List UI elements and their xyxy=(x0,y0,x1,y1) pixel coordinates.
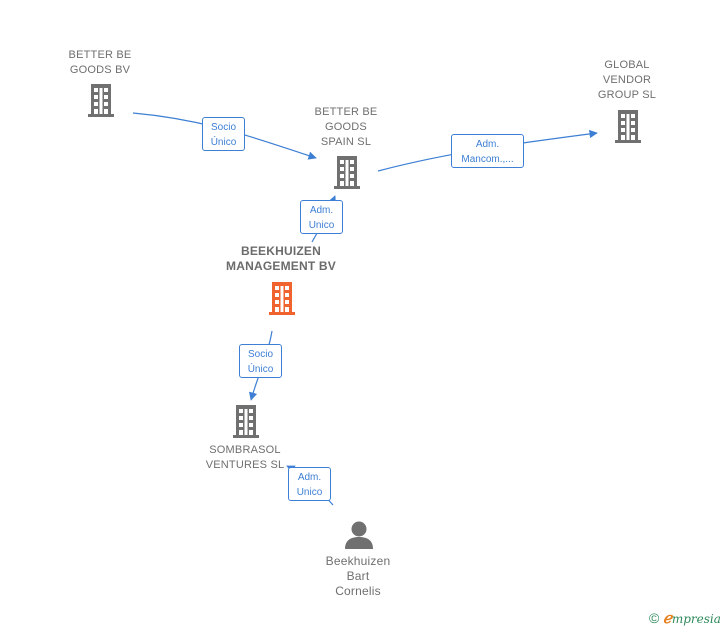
edge-label-management-to-spain[interactable]: Adm. Unico xyxy=(300,200,343,234)
person-icon[interactable] xyxy=(345,521,373,550)
brand-logo-letter: ℯ xyxy=(662,609,672,627)
node-label-beekhuizen-bart[interactable]: Beekhuizen Bart Cornelis xyxy=(325,554,391,598)
building-icon[interactable] xyxy=(269,282,295,315)
node-label-sombrasol-ventures[interactable]: SOMBRASOL VENTURES SL xyxy=(205,444,285,471)
copyright-symbol: © xyxy=(649,610,660,626)
node-label-beekhuizen-management[interactable]: BEEKHUIZEN MANAGEMENT BV xyxy=(226,244,336,273)
edge-label-bart-to-sombrasol[interactable]: Adm. Unico xyxy=(288,467,331,501)
node-label-global-vendor-group[interactable]: GLOBAL VENDOR GROUP SL xyxy=(597,59,657,101)
building-icon[interactable] xyxy=(233,405,259,438)
empresia-watermark[interactable]: © ℯmpresia xyxy=(649,609,721,627)
node-label-better-be-goods-spain[interactable]: BETTER BE GOODS SPAIN SL xyxy=(314,106,378,148)
node-label-better-be-goods-bv[interactable]: BETTER BE GOODS BV xyxy=(68,49,132,76)
edge-label-management-to-sombrasol[interactable]: Socio Único xyxy=(239,344,282,378)
edge-label-bv-to-spain[interactable]: Socio Único xyxy=(202,117,245,151)
brand-logo-text: mpresia xyxy=(671,612,721,626)
edge-label-spain-to-global[interactable]: Adm. Mancom.,... xyxy=(451,134,524,168)
building-icon[interactable] xyxy=(88,84,114,117)
building-icon[interactable] xyxy=(615,110,641,143)
building-icon[interactable] xyxy=(334,156,360,189)
